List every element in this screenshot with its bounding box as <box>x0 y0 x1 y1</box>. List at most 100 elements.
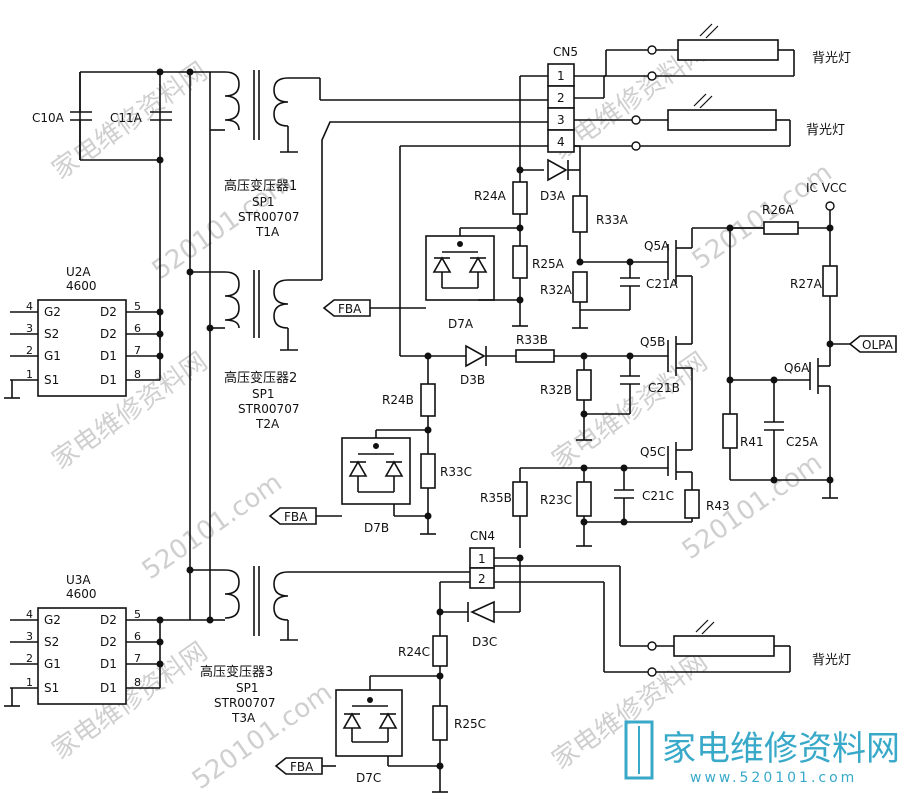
u3a-name: U3A <box>66 573 91 587</box>
cn5-pin: 1 <box>557 69 565 83</box>
u2a-pin-num: 4 <box>26 300 33 313</box>
resistor-r24a: R24A <box>474 181 528 215</box>
u3a-pin-num: 7 <box>134 652 141 665</box>
u3a-pin-label: S1 <box>44 681 59 695</box>
u3a-pin-num: 5 <box>134 608 141 621</box>
diode-d3a: D3A <box>516 145 581 203</box>
r27a-label: R27A <box>790 277 823 291</box>
fba-label: FBA <box>290 760 314 774</box>
watermark-text: 520101.com <box>137 468 288 586</box>
u3a-pin-num: 1 <box>26 676 33 689</box>
u3a-pin-label: D1 <box>100 681 117 695</box>
t2a-line4: T2A <box>255 417 280 431</box>
r41-label: R41 <box>740 435 764 449</box>
fba-label: FBA <box>338 302 362 316</box>
t1a-line3: STR00707 <box>238 210 299 224</box>
lamp-3: 背光灯 <box>494 565 851 677</box>
u3a-pin-num: 4 <box>26 608 33 621</box>
r25c-label: R25C <box>454 717 486 731</box>
u2a-pin-label: S2 <box>44 327 59 341</box>
fba-flag-3: FBA <box>274 757 336 775</box>
r25a-label: R25A <box>532 257 565 271</box>
q5a-label: Q5A <box>644 239 670 253</box>
r33a-label: R33A <box>596 213 629 227</box>
resistor-r32b: R32B <box>540 356 592 441</box>
lamp-label: 背光灯 <box>812 51 851 66</box>
resistor-r33c: R33C <box>420 453 472 535</box>
olpa-flag: OLPA <box>830 335 897 353</box>
transformer-t2a: 高压变压器2 SP1 STR00707 T2A <box>224 270 320 431</box>
connector-cn5: CN5 1 2 3 4 <box>399 45 578 356</box>
capacitor-c21a: C21A <box>580 258 679 311</box>
diode-d7c: D7C <box>335 675 440 785</box>
transformer-t3a: 高压变压器3 SP1 STR00707 T3A <box>200 566 470 725</box>
r33c-label: R33C <box>440 465 472 479</box>
c21a-label: C21A <box>646 277 679 291</box>
resistor-r33b: R33B <box>515 333 668 363</box>
r23c-label: R23C <box>540 493 572 507</box>
resistor-r35b: R35B <box>480 464 668 548</box>
u3a-pin-num: 3 <box>26 630 33 643</box>
logo-url: www.520101.com <box>690 770 857 786</box>
c21b-label: C21B <box>648 381 680 395</box>
resistor-r33a: R33A <box>572 170 629 266</box>
t3a-line2: SP1 <box>236 681 259 695</box>
t1a-name: 高压变压器1 <box>224 178 297 194</box>
t2a-line3: STR00707 <box>238 402 299 416</box>
diode-d3b: D3B <box>400 344 516 387</box>
cn5-pin: 4 <box>557 135 565 149</box>
u2a-pin-num: 7 <box>134 344 141 357</box>
u2a-pin-num: 3 <box>26 322 33 335</box>
r24c-label: R24C <box>398 645 430 659</box>
u2a-pin-label: D1 <box>100 349 117 363</box>
u2a-pin-num: 6 <box>134 322 141 335</box>
q5c-label: Q5C <box>640 445 665 459</box>
resistor-r25a: R25A <box>512 224 565 327</box>
t3a-line3: STR00707 <box>214 696 275 710</box>
u2a-pin-label: D2 <box>100 305 117 319</box>
diode-d7b: D7B <box>341 429 428 535</box>
u2a-pin-label: S1 <box>44 373 59 387</box>
u2a-pin-num: 5 <box>134 300 141 313</box>
resistor-r41: R41 <box>722 228 830 481</box>
c25a-label: C25A <box>786 435 819 449</box>
icvcc-label: IC VCC <box>806 181 847 195</box>
t2a-name: 高压变压器2 <box>224 370 297 386</box>
u3a-pin-num: 6 <box>134 630 141 643</box>
u3a-part: 4600 <box>66 587 97 601</box>
u2a-pin-num: 2 <box>26 344 33 357</box>
u3a-pin-num: 8 <box>134 676 141 689</box>
cn4-title: CN4 <box>470 529 495 543</box>
d7a-label: D7A <box>448 317 474 331</box>
t1a-line2: SP1 <box>252 195 275 209</box>
connector-cn4: CN4 1 2 <box>439 529 520 636</box>
t3a-name: 高压变压器3 <box>200 664 273 680</box>
r35b-label: R35B <box>480 491 512 505</box>
u3a-pin-label: D2 <box>100 635 117 649</box>
capacitor-c21c: C21C <box>584 468 692 523</box>
r43-label: R43 <box>706 499 730 513</box>
resistor-r24b: R24B <box>382 356 436 454</box>
c21c-label: C21C <box>642 489 674 503</box>
secondary-wiring <box>319 78 548 281</box>
resistor-r25c: R25C <box>432 705 486 793</box>
r26a-label: R26A <box>762 203 795 217</box>
capacitor-c10a: C10A <box>32 72 92 160</box>
q6a-label: Q6A <box>784 361 810 375</box>
resistor-r27a: R27A <box>790 265 838 348</box>
r32a-label: R32A <box>540 283 573 297</box>
t2a-line2: SP1 <box>252 387 275 401</box>
cn4-pin: 1 <box>478 552 486 566</box>
transistor-q5b: Q5B <box>640 300 693 440</box>
r32b-label: R32B <box>540 383 572 397</box>
u2a-name: U2A <box>66 265 91 279</box>
transistor-q5c: Q5C <box>640 440 693 490</box>
u3a-pin-num: 2 <box>26 652 33 665</box>
d3c-label: D3C <box>472 635 497 649</box>
lamp-1: 背光灯 <box>574 23 851 99</box>
diode-d7a: D7A <box>425 227 520 331</box>
transformer-t1a: 高压变压器1 SP1 STR00707 T1A <box>224 70 320 239</box>
r33b-label: R33B <box>516 333 548 347</box>
resistor-r43: R43 <box>684 489 730 522</box>
fba-flag-1: FBA <box>322 299 426 317</box>
